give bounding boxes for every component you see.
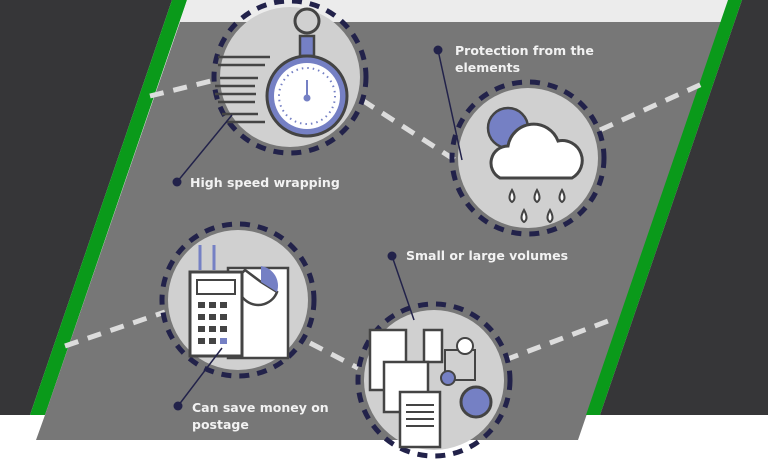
cloud-rain-icon: [449, 79, 607, 237]
connector-path: [64, 77, 704, 371]
right-green-stripe: [586, 0, 742, 415]
feature-label-protection: Protection from the elements: [455, 43, 594, 75]
left-green-stripe: [30, 0, 187, 415]
stopwatch-icon: [211, 0, 369, 156]
calculator-icon: [159, 221, 317, 379]
feature-label-postage: Can save money on postage: [192, 400, 329, 432]
documents-icon: [355, 301, 513, 459]
right-dark-panel: [600, 0, 768, 415]
feature-label-high-speed: High speed wrapping: [190, 175, 340, 190]
label-pointers: [172, 45, 463, 411]
left-dark-panel: [0, 0, 172, 415]
feature-label-volumes: Small or large volumes: [406, 248, 569, 263]
